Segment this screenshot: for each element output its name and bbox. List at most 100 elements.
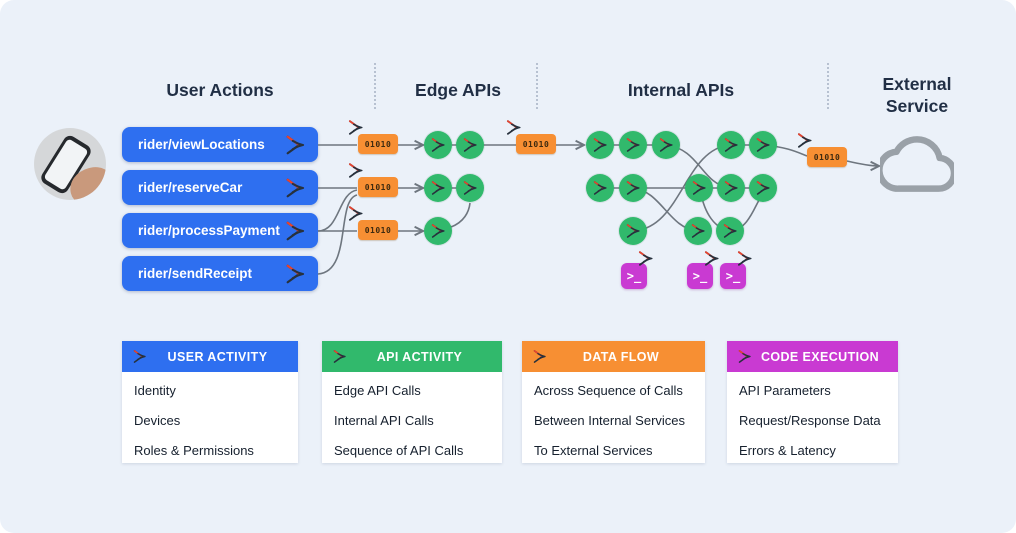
action-label: rider/viewLocations	[138, 137, 265, 152]
api-activity-icon	[332, 349, 347, 364]
api-traffic-icon	[592, 180, 608, 196]
legend-header: DATA FLOW	[522, 341, 705, 372]
column-header-edge-apis: Edge APIs	[415, 80, 501, 100]
action-button-reserve-car[interactable]: rider/reserveCar	[122, 170, 318, 205]
api-node	[586, 174, 614, 202]
data-flow-icon	[532, 349, 547, 364]
data-packet-badge: 01010	[358, 220, 398, 240]
api-traffic-icon	[625, 137, 641, 153]
user-activity-icon	[132, 349, 147, 364]
legend-title: DATA FLOW	[582, 349, 660, 364]
legend-item: Between Internal Services	[534, 412, 686, 428]
code-execution-icon	[737, 349, 752, 364]
api-node	[717, 131, 745, 159]
legend-title: CODE EXECUTION	[760, 349, 880, 364]
api-node	[619, 174, 647, 202]
legend-item: API Parameters	[739, 382, 831, 398]
legend-body: Identity Devices Roles & Permissions	[122, 372, 298, 465]
api-node	[685, 174, 713, 202]
action-button-view-locations[interactable]: rider/viewLocations	[122, 127, 318, 162]
api-node	[586, 131, 614, 159]
legend-item: Edge API Calls	[334, 382, 421, 398]
legend-card-user-activity: USER ACTIVITY Identity Devices Roles & P…	[122, 341, 298, 463]
api-traffic-icon	[690, 223, 706, 239]
legend-card-data-flow: DATA FLOW Across Sequence of Calls Betwe…	[522, 341, 705, 463]
api-traffic-icon	[462, 137, 478, 153]
data-flow-icon	[796, 132, 813, 149]
column-divider	[827, 63, 829, 109]
legend-item: Request/Response Data	[739, 412, 881, 428]
action-button-process-payment[interactable]: rider/processPayment	[122, 213, 318, 248]
user-phone-photo	[34, 128, 106, 200]
api-traffic-icon	[755, 180, 771, 196]
api-node	[684, 217, 712, 245]
data-flow-icon	[505, 119, 522, 136]
api-traffic-icon	[755, 137, 771, 153]
api-traffic-icon	[430, 223, 446, 239]
legend-item: Roles & Permissions	[134, 442, 254, 458]
api-node	[749, 131, 777, 159]
legend-item: To External Services	[534, 442, 653, 458]
api-traffic-icon	[625, 223, 641, 239]
api-traffic-icon	[462, 180, 478, 196]
legend-item: Across Sequence of Calls	[534, 382, 683, 398]
api-node	[424, 174, 452, 202]
legend-item: Identity	[134, 382, 176, 398]
api-traffic-icon	[430, 180, 446, 196]
code-execution-terminal: >_	[720, 263, 746, 289]
api-traffic-icon	[592, 137, 608, 153]
api-node	[749, 174, 777, 202]
legend-body: API Parameters Request/Response Data Err…	[727, 372, 898, 465]
api-traffic-icon	[625, 180, 641, 196]
action-label: rider/processPayment	[138, 223, 280, 238]
data-packet-badge: 01010	[807, 147, 847, 167]
data-flow-icon	[347, 162, 364, 179]
api-node	[717, 174, 745, 202]
api-node	[652, 131, 680, 159]
legend-item: Sequence of API Calls	[334, 442, 464, 458]
api-node	[424, 131, 452, 159]
api-traffic-icon	[723, 180, 739, 196]
legend-header: CODE EXECUTION	[727, 341, 898, 372]
api-node	[456, 131, 484, 159]
action-label: rider/reserveCar	[138, 180, 243, 195]
api-node	[424, 217, 452, 245]
legend-header: API ACTIVITY	[322, 341, 502, 372]
api-traffic-icon	[637, 250, 654, 267]
legend-body: Across Sequence of Calls Between Interna…	[522, 372, 705, 465]
api-traffic-icon	[691, 180, 707, 196]
code-execution-terminal: >_	[687, 263, 713, 289]
column-header-internal-apis: Internal APIs	[627, 80, 735, 100]
action-label: rider/sendReceipt	[138, 266, 253, 281]
legend-item: Errors & Latency	[739, 442, 836, 458]
api-traffic-icon	[736, 250, 753, 267]
api-traffic-icon	[703, 250, 720, 267]
legend-item: Devices	[134, 412, 181, 428]
data-packet-badge: 01010	[516, 134, 556, 154]
api-node	[619, 131, 647, 159]
api-traffic-icon	[723, 137, 739, 153]
legend-card-api-activity: API ACTIVITY Edge API Calls Internal API…	[322, 341, 502, 463]
legend-card-code-execution: CODE EXECUTION API Parameters Request/Re…	[727, 341, 898, 463]
column-divider	[374, 63, 376, 109]
api-node	[456, 174, 484, 202]
api-traffic-icon	[658, 137, 674, 153]
api-node	[716, 217, 744, 245]
legend-item: Internal API Calls	[334, 412, 434, 428]
legend-title: API ACTIVITY	[376, 349, 463, 364]
column-header-user-actions: User Actions	[166, 80, 274, 100]
api-node	[619, 217, 647, 245]
api-traffic-icon	[722, 223, 738, 239]
legend-title: USER ACTIVITY	[167, 349, 268, 364]
legend-body: Edge API Calls Internal API Calls Sequen…	[322, 372, 502, 465]
column-header-external-service: External Service	[882, 74, 952, 116]
column-divider	[536, 63, 538, 109]
code-execution-terminal: >_	[621, 263, 647, 289]
data-packet-badge: 01010	[358, 134, 398, 154]
data-flow-icon	[347, 205, 364, 222]
action-button-send-receipt[interactable]: rider/sendReceipt	[122, 256, 318, 291]
data-flow-icon	[347, 119, 364, 136]
api-traffic-icon	[430, 137, 446, 153]
cloud-icon	[880, 136, 954, 192]
